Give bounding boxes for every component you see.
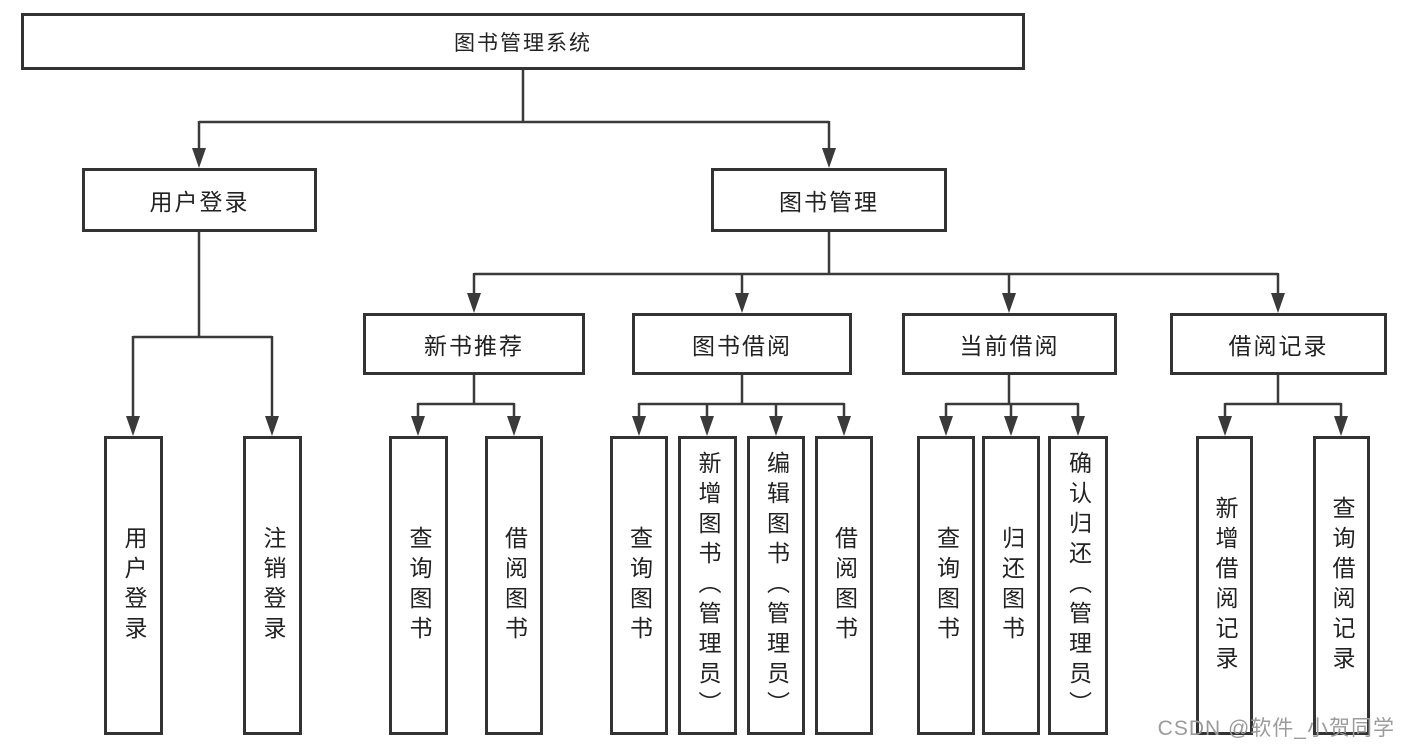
leaf-borrow-book: 借阅图书 <box>815 436 873 735</box>
leaf-query-book-current: 查询图书 <box>917 436 975 735</box>
leaf-logout: 注销登录 <box>243 436 302 735</box>
leaf-label: 新增借阅记录 <box>1212 495 1238 676</box>
leaf-label: 确认归还（管理员） <box>1065 450 1092 721</box>
node-label: 新书推荐 <box>424 333 524 359</box>
node-new-book-recommendation: 新书推荐 <box>363 313 585 375</box>
leaf-confirm-return-admin: 确认归还（管理员） <box>1048 436 1108 735</box>
leaf-add-book-admin: 新增图书（管理员） <box>678 436 737 735</box>
node-label: 图书管理系统 <box>454 31 592 55</box>
node-library-management-system: 图书管理系统 <box>21 13 1025 70</box>
leaf-add-borrow-record: 新增借阅记录 <box>1196 436 1253 735</box>
leaf-label: 查询借阅记录 <box>1329 495 1355 676</box>
leaf-label: 借阅图书 <box>501 525 528 646</box>
leaf-borrow-book-recommend: 借阅图书 <box>485 436 543 735</box>
leaf-label: 查询图书 <box>406 525 432 646</box>
node-borrowing-records: 借阅记录 <box>1170 313 1387 375</box>
arrowheads <box>126 148 1348 436</box>
node-current-borrowing: 当前借阅 <box>902 313 1117 375</box>
leaf-label: 借阅图书 <box>831 525 858 646</box>
leaf-label: 用户登录 <box>121 525 147 646</box>
leaf-label: 查询图书 <box>626 525 653 646</box>
leaf-label: 归还图书 <box>998 525 1025 646</box>
leaf-label: 注销登录 <box>260 525 286 646</box>
leaf-user-login: 用户登录 <box>104 436 163 735</box>
leaf-label: 新增图书（管理员） <box>695 450 721 721</box>
leaf-edit-book-admin: 编辑图书（管理员） <box>747 436 805 735</box>
node-user-login: 用户登录 <box>82 168 317 232</box>
node-label: 借阅记录 <box>1228 333 1329 359</box>
node-book-management: 图书管理 <box>711 168 947 232</box>
node-label: 图书借阅 <box>692 333 792 359</box>
leaf-query-book-borrowing: 查询图书 <box>610 436 668 735</box>
node-book-borrowing: 图书借阅 <box>632 313 852 375</box>
leaf-query-book-recommend: 查询图书 <box>389 436 448 735</box>
node-label: 用户登录 <box>149 189 250 215</box>
node-label: 图书管理 <box>779 189 879 215</box>
csdn-watermark: CSDN @软件_小贺同学 <box>1157 717 1395 740</box>
node-label: 当前借阅 <box>959 333 1060 359</box>
leaf-query-borrow-record: 查询借阅记录 <box>1313 436 1370 735</box>
leaf-return-book: 归还图书 <box>982 436 1040 735</box>
leaf-label: 查询图书 <box>933 525 960 646</box>
leaf-label: 编辑图书（管理员） <box>763 450 790 721</box>
